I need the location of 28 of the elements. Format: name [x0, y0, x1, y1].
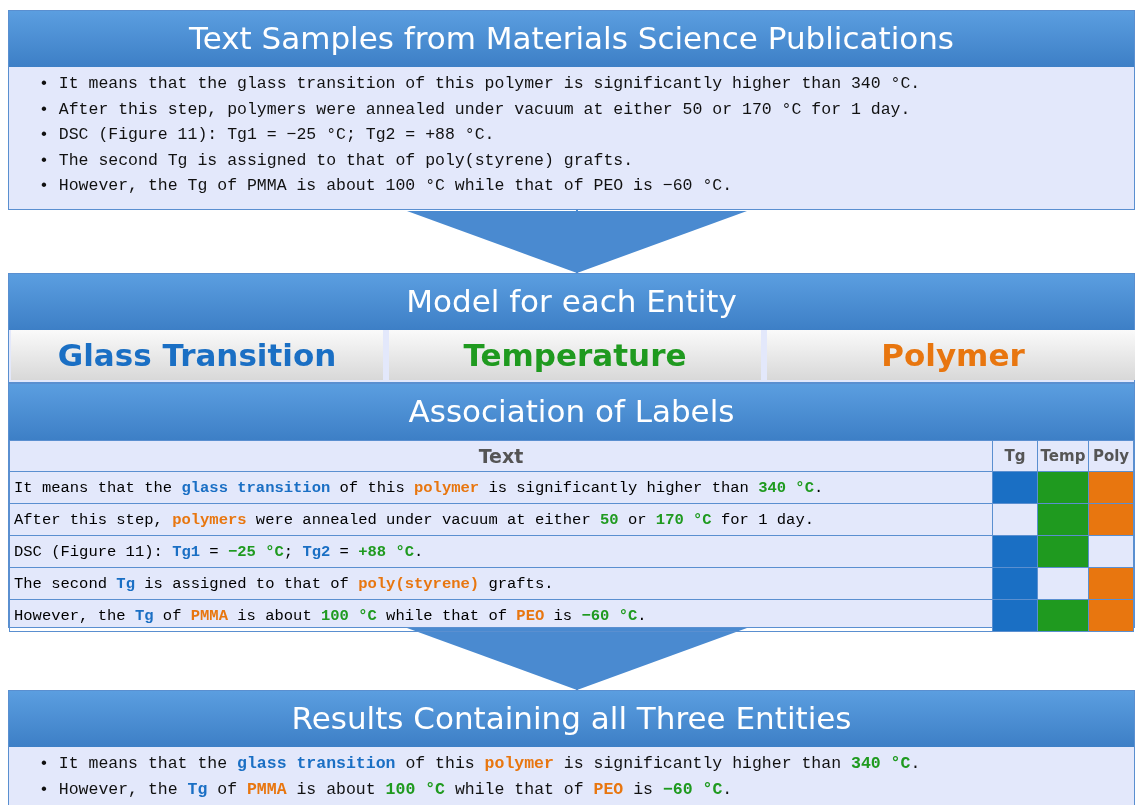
panel: [8, 690, 1135, 805]
entity-heading: Glass Transition: [11, 330, 383, 380]
column-header: Temp: [1037, 440, 1089, 472]
panel-title: Association of Labels: [9, 384, 1134, 440]
panel-title: Model for each Entity: [9, 274, 1134, 330]
panel: [8, 273, 1135, 383]
sentence-cell: After this step, polymers were annealed under vacuum at either 50 or 170 °C for 1 day.: [9, 503, 993, 536]
sentence-cell: It means that the glass transition of this polymer is significantly higher than 340 °C.: [9, 471, 993, 504]
bullet-item: • After this step, polymers were annealed under vacuum at either 50 or 170 °C for 1 day.: [39, 98, 912, 121]
panel: [8, 10, 1135, 210]
bullet-item: • It means that the glass transition of this polymer is significantly higher than 340 °C.: [39, 73, 922, 95]
column-header: Tg: [992, 440, 1038, 472]
entity-heading: Temperature: [389, 330, 761, 380]
panel-title: Results Containing all Three Entities: [9, 691, 1134, 747]
chevron-arrow: [407, 627, 747, 691]
panel-title: Text Samples from Materials Science Publications: [9, 11, 1134, 67]
column-header: Text: [9, 440, 993, 472]
bullet-item: • However, the Tg of PMMA is about 100 °C while that of PEO is −60 °C.: [39, 175, 734, 197]
entity-heading: Polymer: [767, 330, 1135, 380]
sentence-cell: However, the Tg of PMMA is about 100 °C while that of PEO is −60 °C.: [9, 599, 993, 632]
sentence-cell: DSC (Figure 11): Tg1 = −25 °C; Tg2 = +88 °C.: [9, 535, 993, 568]
bullet-item: • However, the Tg of PMMA is about 100 °C while that of PEO is −60 °C.: [39, 778, 734, 801]
column-header: Poly: [1088, 440, 1134, 472]
bullet-item: • It means that the glass transition of this polymer is significantly higher than 340 °C.: [39, 753, 922, 775]
bullet-item: • DSC (Figure 11): Tg1 = −25 °C; Tg2 = +88 °C.: [39, 124, 496, 146]
bullet-item: • The second Tg is assigned to that of poly(styrene) grafts.: [39, 149, 635, 172]
sentence-cell: The second Tg is assigned to that of poly(styrene) grafts.: [9, 567, 993, 600]
chevron-arrow: [407, 209, 747, 274]
